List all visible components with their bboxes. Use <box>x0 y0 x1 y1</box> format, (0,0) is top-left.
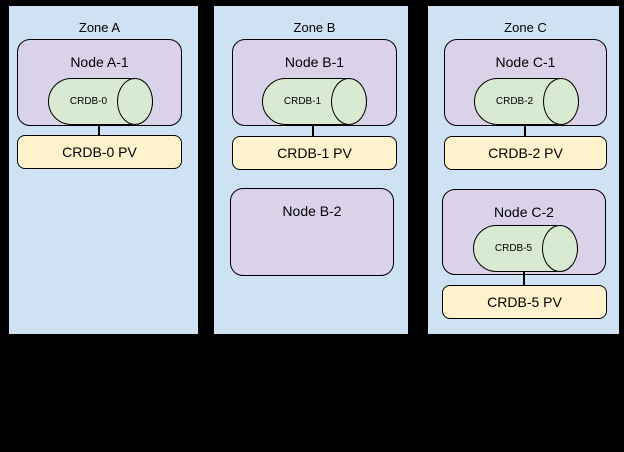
crdb-0-pv-label: CRDB-0 PV <box>62 144 137 160</box>
zone-a-title: Zone A <box>78 20 121 35</box>
crdb-0-pv-box: CRDB-0 PV <box>17 135 182 169</box>
node-a-1: Node A-1 CRDB-0 <box>17 39 182 126</box>
cylinder-cap-icon <box>117 78 153 125</box>
node-c-2-label: Node C-2 <box>494 204 554 220</box>
crdb-5-pv-box: CRDB-5 PV <box>442 285 607 319</box>
crdb-0-label: CRDB-0 <box>69 96 108 107</box>
connector-crdb-0-to-pv <box>98 124 100 136</box>
node-a-1-label: Node A-1 <box>70 54 129 70</box>
node-b-2: Node B-2 <box>230 188 394 276</box>
crdb-2-pv-box: CRDB-2 PV <box>444 136 607 170</box>
crdb-2-database-cylinder: CRDB-2 <box>474 78 579 125</box>
connector-crdb-2-to-pv <box>524 124 526 137</box>
crdb-2-pv-label: CRDB-2 PV <box>488 145 563 161</box>
connector-crdb-1-to-pv <box>312 124 314 137</box>
cylinder-cap-icon <box>542 225 578 272</box>
zone-b-title: Zone B <box>293 20 336 35</box>
cylinder-cap-icon <box>543 78 579 125</box>
zone-c: Zone C Node C-1 CRDB-2 CRDB-2 PV Node C-… <box>427 5 620 335</box>
node-b-1: Node B-1 CRDB-1 <box>232 39 397 126</box>
zone-b: Zone B Node B-1 CRDB-1 CRDB-1 PV Node B-… <box>213 5 409 335</box>
crdb-1-pv-label: CRDB-1 PV <box>277 145 352 161</box>
node-c-1: Node C-1 CRDB-2 <box>444 39 607 126</box>
crdb-2-label: CRDB-2 <box>495 96 534 107</box>
node-b-1-label: Node B-1 <box>284 54 345 70</box>
node-c-1-label: Node C-1 <box>495 54 556 70</box>
crdb-1-database-cylinder: CRDB-1 <box>262 78 367 125</box>
node-b-2-label: Node B-2 <box>282 203 342 219</box>
crdb-5-pv-label: CRDB-5 PV <box>487 294 562 310</box>
crdb-5-database-cylinder: CRDB-5 <box>473 225 578 272</box>
crdb-1-label: CRDB-1 <box>283 96 322 107</box>
connector-crdb-5-to-pv <box>523 271 525 285</box>
cylinder-cap-icon <box>331 78 367 125</box>
zone-a: Zone A Node A-1 CRDB-0 CRDB-0 PV <box>8 5 199 335</box>
zone-c-title: Zone C <box>504 20 547 35</box>
crdb-5-label: CRDB-5 <box>494 243 533 254</box>
crdb-0-database-cylinder: CRDB-0 <box>48 78 153 125</box>
node-c-2: Node C-2 CRDB-5 <box>442 189 606 275</box>
crdb-1-pv-box: CRDB-1 PV <box>232 136 397 170</box>
